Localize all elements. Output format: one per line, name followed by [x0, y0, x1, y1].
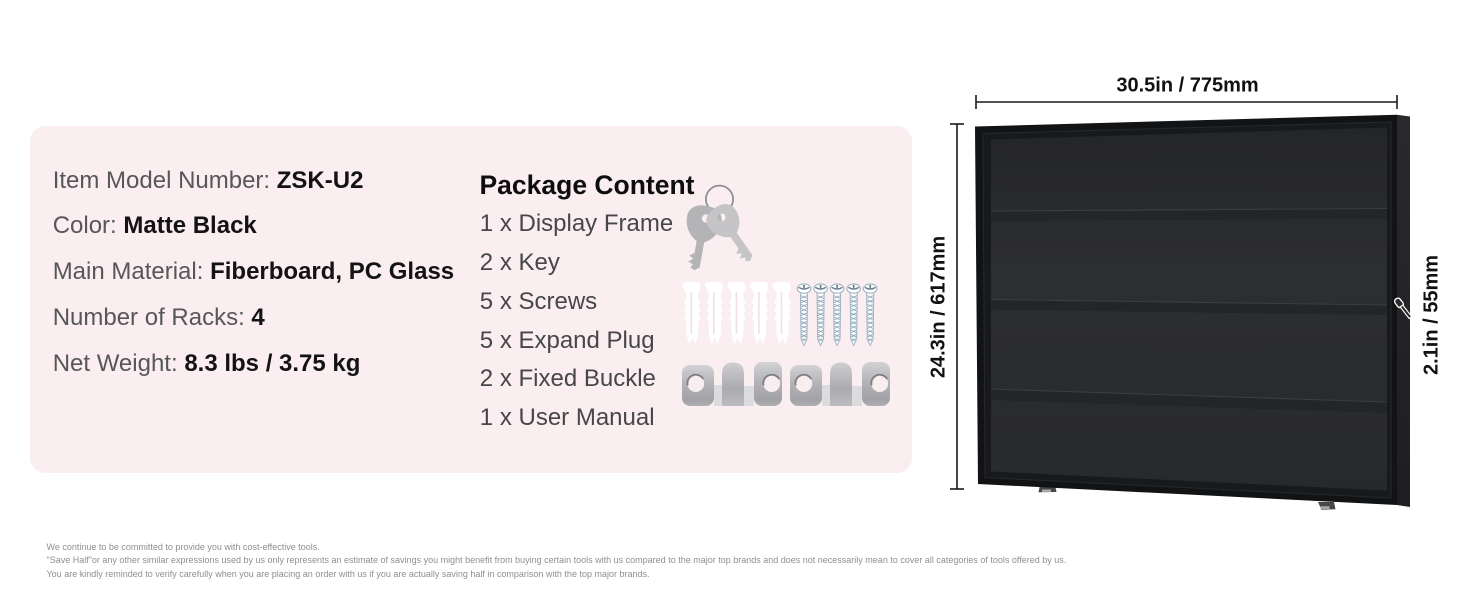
svg-text:30.5in / 775mm: 30.5in / 775mm — [1116, 74, 1258, 96]
svg-text:2.1in / 55mm: 2.1in / 55mm — [1421, 255, 1443, 375]
svg-text:24.3in / 617mm: 24.3in / 617mm — [930, 236, 950, 378]
